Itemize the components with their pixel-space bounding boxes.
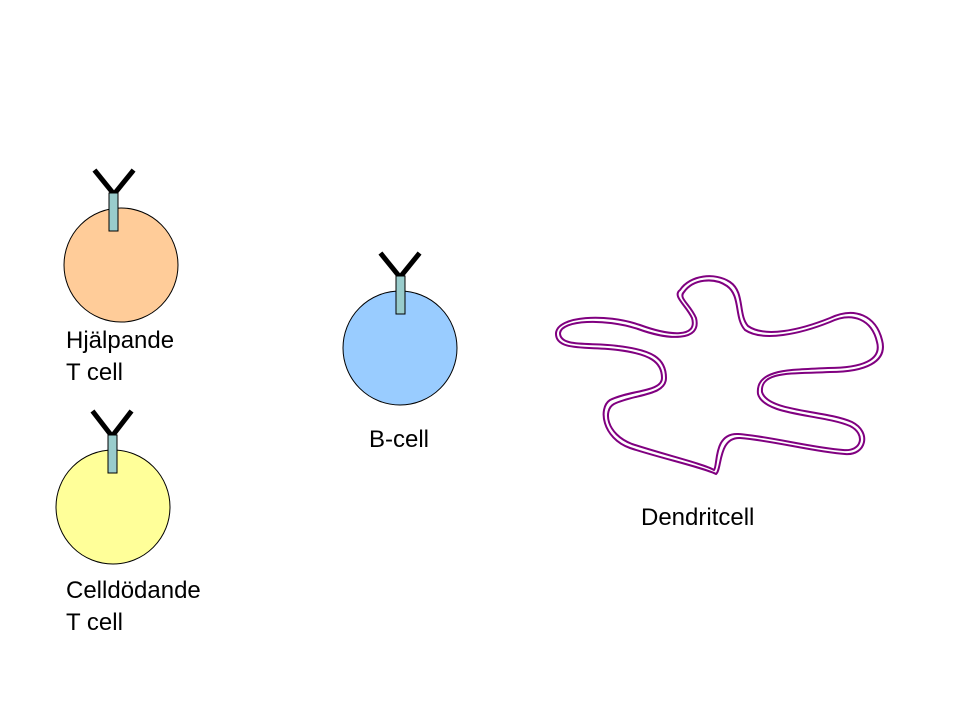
killer-t-cell: [55, 409, 171, 565]
dendritic-cell-outline: [554, 275, 884, 476]
killer-t-cell-label-line2: T cell: [66, 609, 123, 636]
killer-t-cell-receptor: [90, 409, 134, 474]
helper-t-cell: [63, 168, 179, 323]
killer-t-cell-label: Celldödande T cell: [66, 575, 201, 639]
helper-t-cell-label-line2: T cell: [66, 359, 123, 386]
helper-t-cell-label: Hjälpande T cell: [66, 325, 174, 389]
killer-t-cell-label-line1: Celldödande: [66, 577, 201, 604]
helper-t-cell-receptor: [92, 168, 136, 232]
helper-t-cell-body: [63, 207, 179, 323]
b-cell-receptor: [378, 251, 422, 315]
dendritic-cell: [554, 275, 884, 476]
b-cell: [342, 251, 458, 406]
helper-t-cell-label-line1: Hjälpande: [66, 327, 175, 354]
b-cell-label: B-cell: [369, 426, 430, 453]
dendritic-cell-label: Dendritcell: [641, 504, 755, 531]
dendritic-cell-outline-inner: [558, 279, 879, 472]
